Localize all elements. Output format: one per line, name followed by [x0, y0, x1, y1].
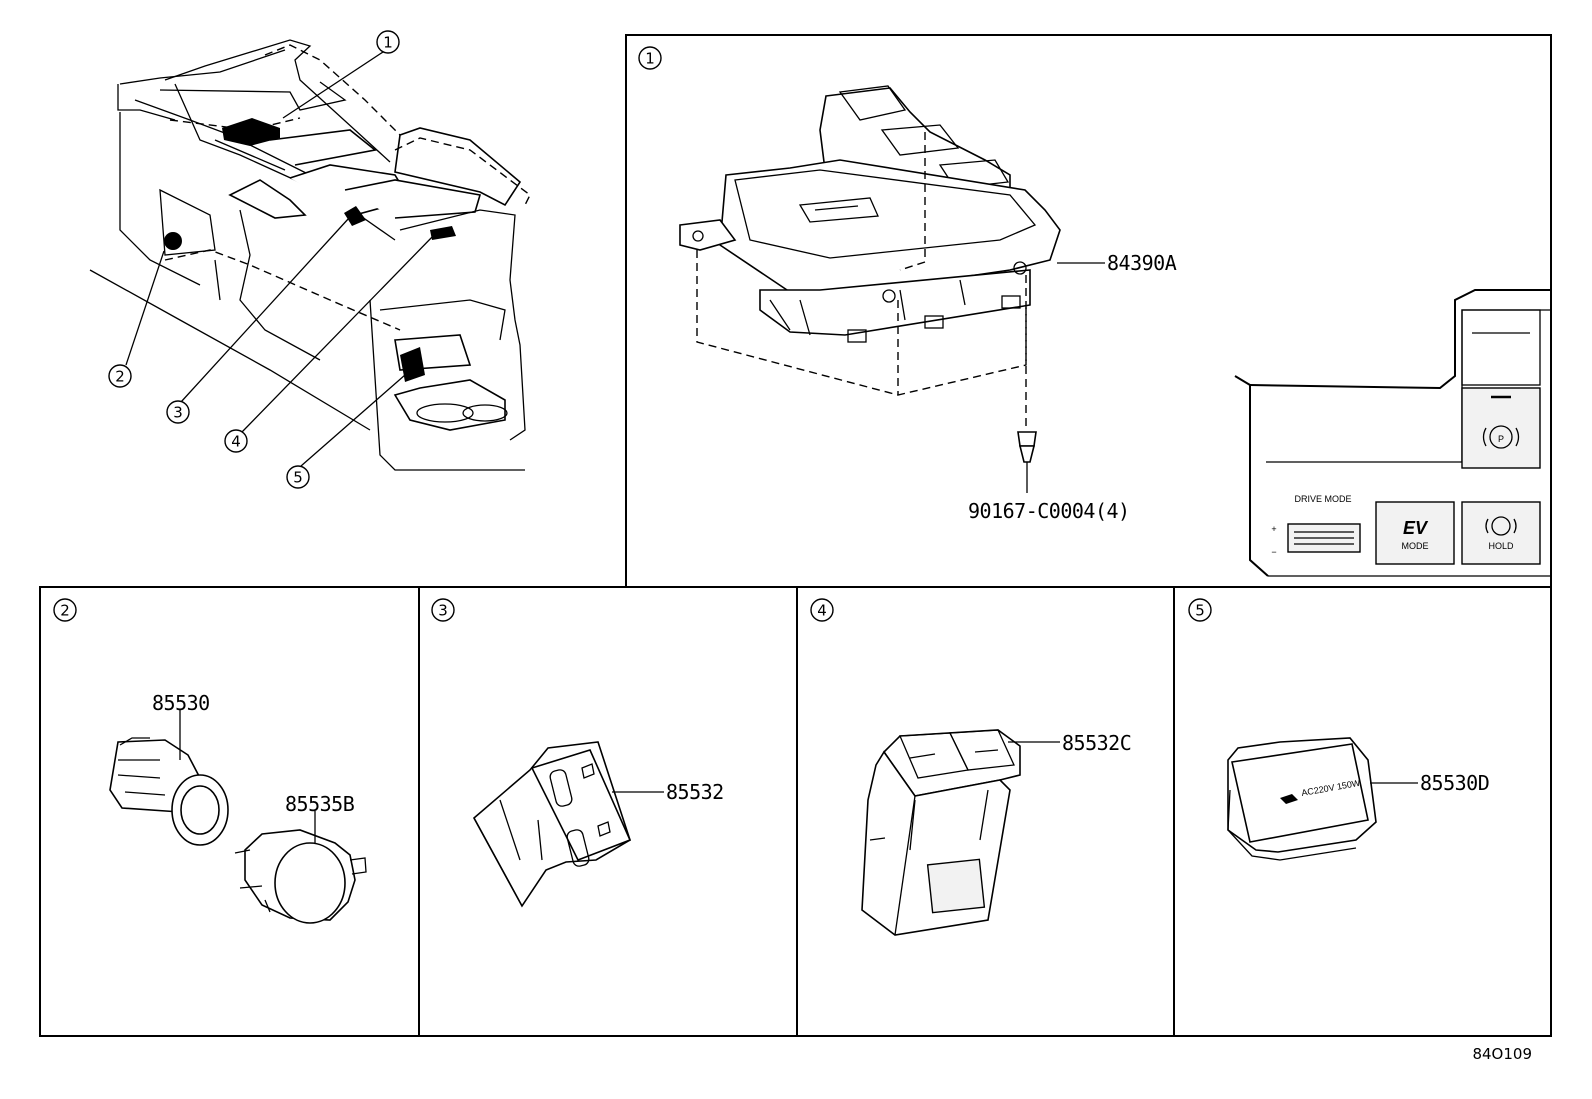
outlet-85530D-drawing: AC220V 150W — [1227, 737, 1418, 861]
usb-85532C-drawing — [861, 729, 1060, 936]
part-85530D: 85530D — [1420, 771, 1489, 795]
ev-label: EV — [1403, 518, 1429, 538]
marker-5 — [400, 347, 425, 382]
parking-brake-switch — [1461, 387, 1541, 469]
console-overview — [89, 39, 531, 471]
callout-2: 2 — [108, 364, 132, 388]
usb-85532-drawing — [472, 741, 664, 908]
svg-text:2: 2 — [115, 368, 125, 386]
hold-switch — [1461, 501, 1541, 565]
hold-label: HOLD — [1488, 541, 1514, 551]
marker-3 — [344, 206, 366, 226]
svg-text:1: 1 — [645, 50, 655, 68]
callout-4: 4 — [224, 429, 248, 453]
socket-85530-drawing — [109, 710, 229, 846]
svg-text:3: 3 — [438, 602, 448, 620]
callout-5: 5 — [286, 465, 310, 489]
marker-2 — [164, 232, 182, 250]
marker-4 — [430, 226, 456, 240]
part-90167-C0004: 90167-C0004(4) — [968, 499, 1130, 523]
callout-1: 1 — [376, 30, 400, 54]
drive-mode-label: DRIVE MODE — [1294, 494, 1351, 504]
part-85530: 85530 — [152, 691, 210, 715]
part-84390A: 84390A — [1107, 251, 1177, 275]
part-85532: 85532 — [666, 780, 724, 804]
parking-symbol: P — [1498, 434, 1504, 444]
ev-mode-label: MODE — [1402, 541, 1429, 551]
svg-text:3: 3 — [173, 404, 183, 422]
svg-text:5: 5 — [1195, 602, 1205, 620]
cap-85535B-drawing — [234, 811, 367, 924]
panel-4-index: 4 — [810, 598, 834, 622]
ev-mode-switch — [1375, 501, 1455, 565]
svg-text:4: 4 — [231, 433, 241, 451]
diagram-code: 84O109 — [1472, 1045, 1532, 1063]
part-85532C: 85532C — [1062, 731, 1131, 755]
svg-text:−: − — [1271, 547, 1276, 557]
svg-text:5: 5 — [293, 469, 303, 487]
screw-90167-C0004 — [1017, 431, 1037, 493]
callout-3: 3 — [166, 400, 190, 424]
panel-3-index: 3 — [431, 598, 455, 622]
svg-text:1: 1 — [383, 34, 393, 52]
switch-panel-face: P HOLD EV MODE DRIVE MODE + − — [1234, 289, 1552, 577]
panel-5-index: 5 — [1188, 598, 1212, 622]
panel-frames — [39, 34, 1552, 1037]
part-85535B: 85535B — [285, 792, 355, 816]
svg-text:+: + — [1271, 524, 1276, 534]
panel-2-index: 2 — [53, 598, 77, 622]
switch-assembly-drawing: EV — [679, 85, 1061, 430]
marker-1 — [222, 118, 280, 146]
panel-1-index: 1 — [638, 46, 662, 70]
svg-text:2: 2 — [60, 602, 70, 620]
svg-text:4: 4 — [817, 602, 827, 620]
